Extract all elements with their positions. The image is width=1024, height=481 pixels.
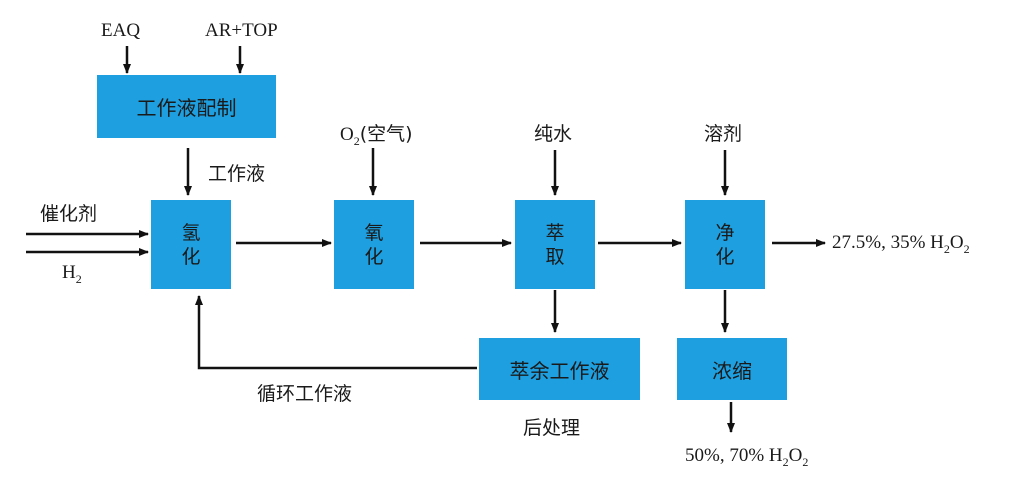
concentration-box: 浓缩 (677, 338, 787, 400)
oxidation-box: 氧化 (334, 200, 414, 289)
label-working-fluid: 工作液 (208, 163, 266, 185)
hydrogenation-box: 氢化 (151, 200, 231, 289)
input-h2: H2 (62, 262, 82, 286)
input-solvent: 溶剂 (704, 123, 743, 145)
working-fluid-prep-box: 工作液配制 (97, 75, 276, 138)
label-post-treatment: 后处理 (523, 417, 581, 439)
raffinate-box: 萃余工作液 (479, 338, 640, 400)
input-catalyst: 催化剂 (40, 203, 98, 225)
input-eaq: EAQ (101, 20, 141, 41)
arrow-recycle (195, 295, 477, 370)
output-product-2: 50%, 70% H2O2 (685, 445, 809, 469)
input-ar-top: AR+TOP (205, 20, 278, 41)
extraction-box: 萃取 (515, 200, 595, 289)
label-recycle: 循环工作液 (257, 383, 353, 405)
purification-box: 净化 (685, 200, 765, 289)
input-o2: O2(空气) (340, 123, 413, 148)
output-product-1: 27.5%, 35% H2O2 (832, 232, 970, 256)
input-pure-water: 纯水 (534, 123, 573, 145)
